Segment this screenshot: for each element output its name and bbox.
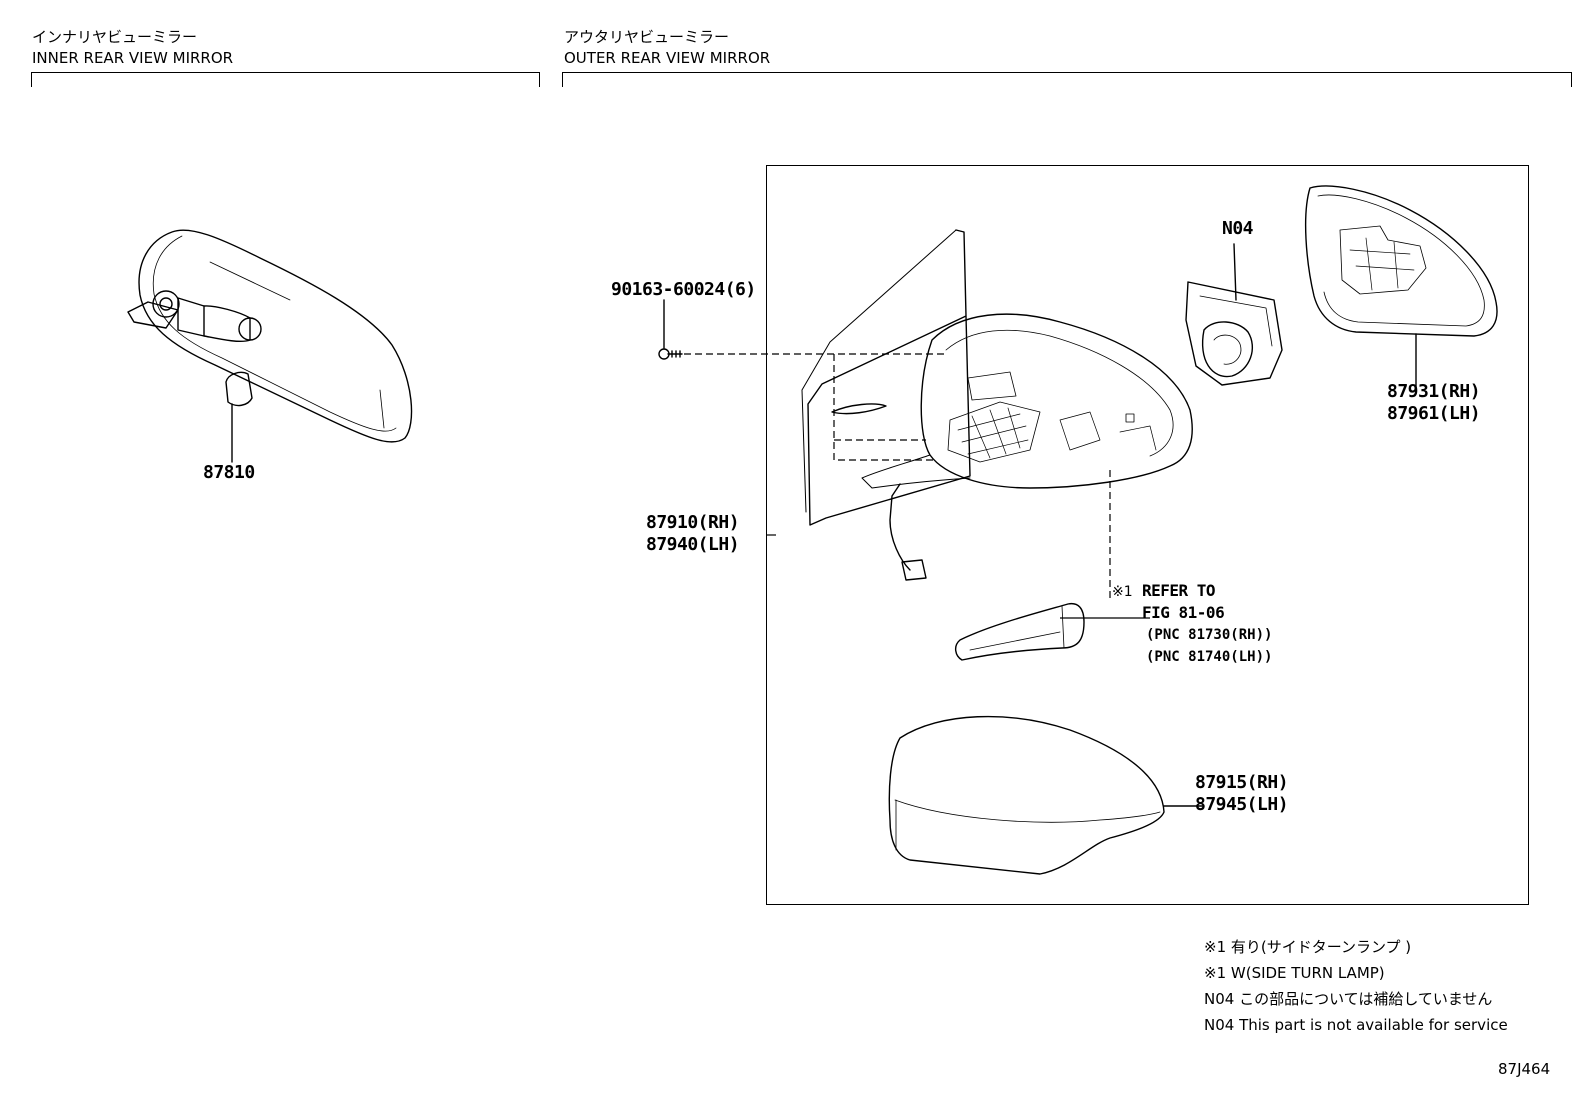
footnote-1: ※1 有り(サイドターンランプ ) [1204,938,1412,956]
part-label-cover-lh: 87945(LH) [1195,794,1289,815]
inner-section-bracket [31,72,540,87]
reference-line-4: (PNC 81740(LH)) [1146,649,1273,665]
part-label-mirror-rh: 87910(RH) [646,512,740,533]
part-label-glass-lh: 87961(LH) [1387,403,1481,424]
part-label-screw: 90163-60024(6) [611,279,756,300]
footnote-3: N04 この部品については補給していません [1204,990,1493,1008]
mirror-cover-drawing [888,715,1203,875]
reference-line-3: (PNC 81730(RH)) [1146,627,1273,643]
screw-drawing [658,299,683,360]
reference-line-2: FIG 81-06 [1142,603,1225,622]
part-label-n04: N04 [1222,218,1254,239]
figure-id: 87J464 [1498,1060,1551,1078]
part-label-inner-mirror: 87810 [203,462,255,483]
reference-line-1: REFER TO [1142,581,1216,600]
n04-actuator-drawing [1185,243,1283,386]
part-label-cover-rh: 87915(RH) [1195,772,1289,793]
outer-section-bracket [562,72,1572,87]
inner-mirror-drawing [127,229,413,463]
footnote-4: N04 This part is not available for servi… [1204,1016,1508,1034]
inner-section-title-jp: インナリヤビューミラー [32,28,198,46]
mirror-glass-drawing [1304,185,1498,393]
leader-lines [684,353,1111,598]
outer-mirror-assembly-drawing [801,229,1193,581]
solid-leaders [766,534,1150,619]
outer-section-title-jp: アウタリヤビューミラー [564,28,730,46]
side-turn-lamp-drawing [955,602,1085,661]
inner-section-title-en: INNER REAR VIEW MIRROR [32,49,234,67]
footnote-2: ※1 W(SIDE TURN LAMP) [1204,964,1385,982]
reference-mark: ※1 [1112,584,1133,600]
part-label-mirror-lh: 87940(LH) [646,534,740,555]
part-label-glass-rh: 87931(RH) [1387,381,1481,402]
outer-section-title-en: OUTER REAR VIEW MIRROR [564,49,771,67]
